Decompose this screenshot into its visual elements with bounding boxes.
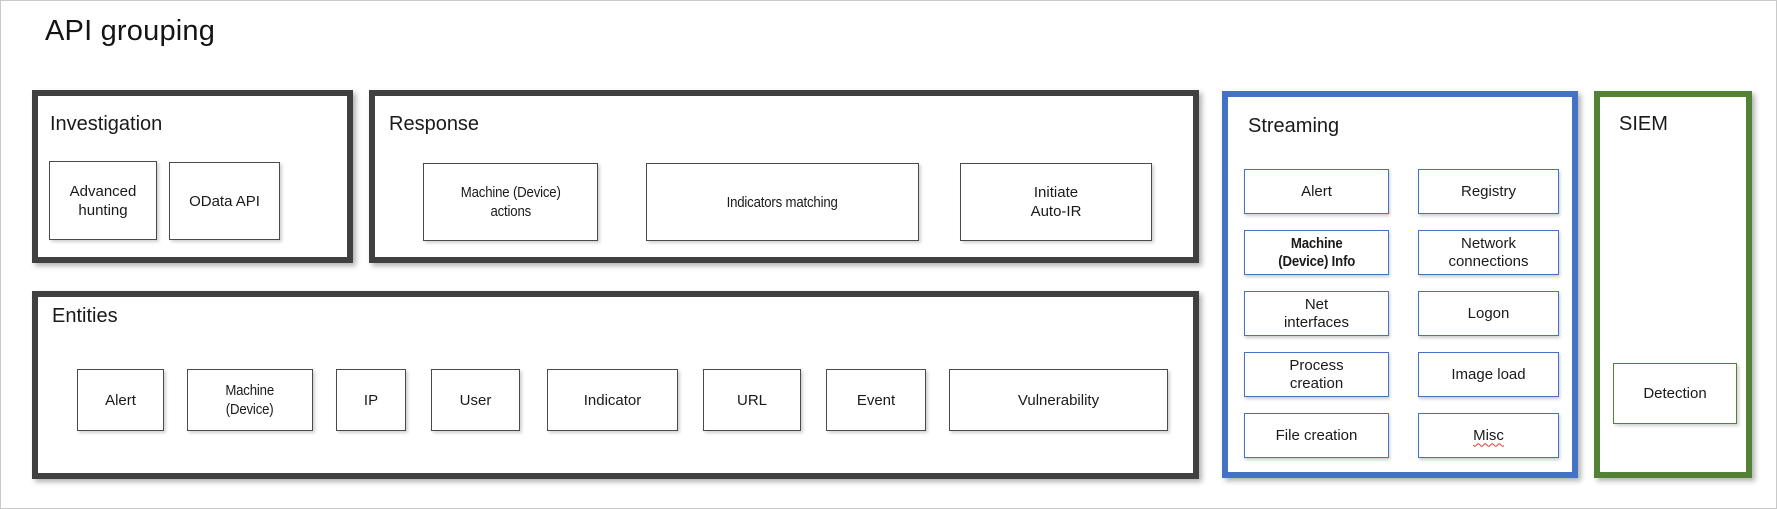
response-item-initiate-auto-ir: Initiate Auto-IR xyxy=(960,163,1152,241)
streaming-item-logon: Logon xyxy=(1418,291,1559,336)
siem-item-detection: Detection xyxy=(1613,363,1737,424)
streaming-item-misc: Misc xyxy=(1418,413,1559,458)
entities-item-machine-device: Machine (Device) xyxy=(187,369,313,431)
streaming-item-network-connections: Network connections xyxy=(1418,230,1559,275)
entities-item-indicator: Indicator xyxy=(547,369,678,431)
streaming-item-registry: Registry xyxy=(1418,169,1559,214)
entities-group-label: Entities xyxy=(52,305,118,327)
page-title: API grouping xyxy=(45,15,216,47)
streaming-item-process-creation: Process creation xyxy=(1244,352,1389,397)
investigation-group-label: Investigation xyxy=(50,113,163,135)
entities-item-url: URL xyxy=(703,369,801,431)
entities-item-event: Event xyxy=(826,369,926,431)
streaming-items-grid: Alert Registry Machine (Device) Info Net… xyxy=(1244,169,1559,458)
response-item-machine-device-actions: Machine (Device) actions xyxy=(423,163,598,241)
streaming-group-label: Streaming xyxy=(1248,115,1340,137)
streaming-item-image-load: Image load xyxy=(1418,352,1559,397)
entities-group: Entities Alert Machine (Device) IP User … xyxy=(32,291,1199,479)
entities-item-alert: Alert xyxy=(77,369,164,431)
streaming-item-machine-device-info: Machine (Device) Info xyxy=(1244,230,1389,275)
streaming-group: Streaming Alert Registry Machine (Device… xyxy=(1222,91,1578,478)
response-group: Response Machine (Device) actions Indica… xyxy=(369,90,1199,263)
streaming-item-file-creation: File creation xyxy=(1244,413,1389,458)
entities-item-vulnerability: Vulnerability xyxy=(949,369,1168,431)
siem-group-label: SIEM xyxy=(1619,113,1668,135)
entities-item-user: User xyxy=(431,369,520,431)
response-item-indicators-matching: Indicators matching xyxy=(646,163,919,241)
streaming-item-alert: Alert xyxy=(1244,169,1389,214)
streaming-item-net-interfaces: Net interfaces xyxy=(1244,291,1389,336)
entities-item-ip: IP xyxy=(336,369,406,431)
investigation-group: Investigation Advanced hunting OData API xyxy=(32,90,353,263)
investigation-item-advanced-hunting: Advanced hunting xyxy=(49,161,157,240)
investigation-item-odata-api: OData API xyxy=(169,162,280,240)
siem-group: SIEM Detection xyxy=(1594,91,1752,478)
response-group-label: Response xyxy=(389,113,480,135)
